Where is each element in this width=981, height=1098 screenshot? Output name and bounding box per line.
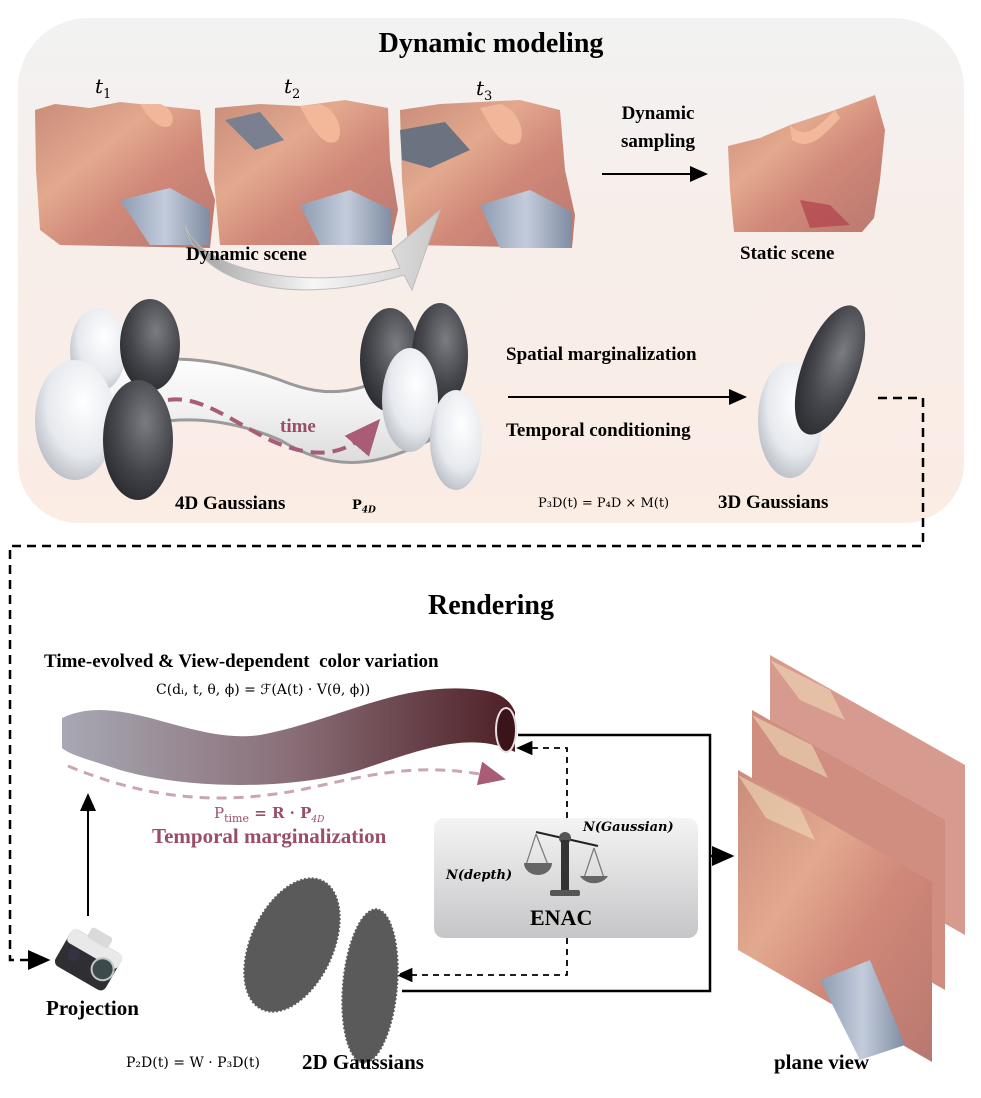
temporal-marginalization-label: Temporal marginalization [152, 824, 387, 848]
rendering-title: Rendering [428, 590, 554, 621]
2d-gaussians-illustration [242, 876, 400, 1065]
plane-view-stack [738, 655, 965, 1062]
enac-to-tube-dashed [516, 740, 568, 818]
time-label-t1: t1 [95, 74, 112, 102]
4d-gaussians-label: 4D Gaussians [175, 493, 286, 514]
4d-gaussians-illustration [35, 299, 482, 500]
tissue-frame-t3 [400, 100, 575, 248]
ptime-formula: Ptime = R · P4D [214, 804, 325, 825]
color-variation-label: Time-evolved & View-dependent color vari… [44, 651, 439, 672]
p4d-symbol: P4D [352, 498, 376, 516]
camera-icon [54, 927, 123, 991]
formula-2d: P₂D(t) = W · P₃D(t) [126, 1055, 260, 1071]
dynamic-modeling-title: Dynamic modeling [378, 28, 604, 59]
2d-gaussians-label: 2D Gaussians [302, 1050, 424, 1074]
time-label-t3: t3 [476, 76, 493, 104]
projection-label: Projection [46, 996, 139, 1020]
dynamic-scene-arrow [184, 208, 442, 292]
enac-label: ENAC [530, 905, 593, 930]
dynamic-sampling-line2: sampling [621, 131, 695, 152]
dynamic-scene-label: Dynamic scene [186, 244, 307, 265]
n-gaussian-label: N(Gaussian) [583, 820, 674, 835]
dynamic-sampling-label: Dynamic sampling [608, 100, 708, 156]
spatial-marginalization-label: Spatial marginalization [506, 344, 697, 365]
time-label-t2: t2 [284, 74, 301, 102]
static-scene-label: Static scene [740, 243, 835, 264]
color-variation-tube [62, 688, 517, 800]
3d-gaussians-label: 3D Gaussians [718, 492, 829, 513]
balance-scale-icon [524, 831, 608, 896]
plane-view-label: plane view [774, 1050, 870, 1074]
color-formula: C(dᵢ, t, θ, ϕ) = ℱ(A(t) · V(θ, ϕ)) [156, 682, 371, 698]
enac-to-2d-dashed [396, 938, 568, 983]
dynamic-sampling-line1: Dynamic [621, 103, 695, 124]
tissue-frame-t2 [214, 100, 398, 245]
pipeline-dashed-connector [8, 396, 925, 970]
3d-gaussians-illustration [758, 305, 866, 478]
tissue-frame-t1 [35, 102, 215, 248]
formula-3d: P₃D(t) = P₄D × M(t) [538, 496, 670, 511]
n-depth-label: N(depth) [446, 868, 513, 883]
render-loop-line [402, 733, 712, 993]
static-scene-image [728, 95, 885, 232]
temporal-conditioning-label: Temporal conditioning [506, 420, 691, 441]
time-arrow-label: time [280, 416, 316, 437]
